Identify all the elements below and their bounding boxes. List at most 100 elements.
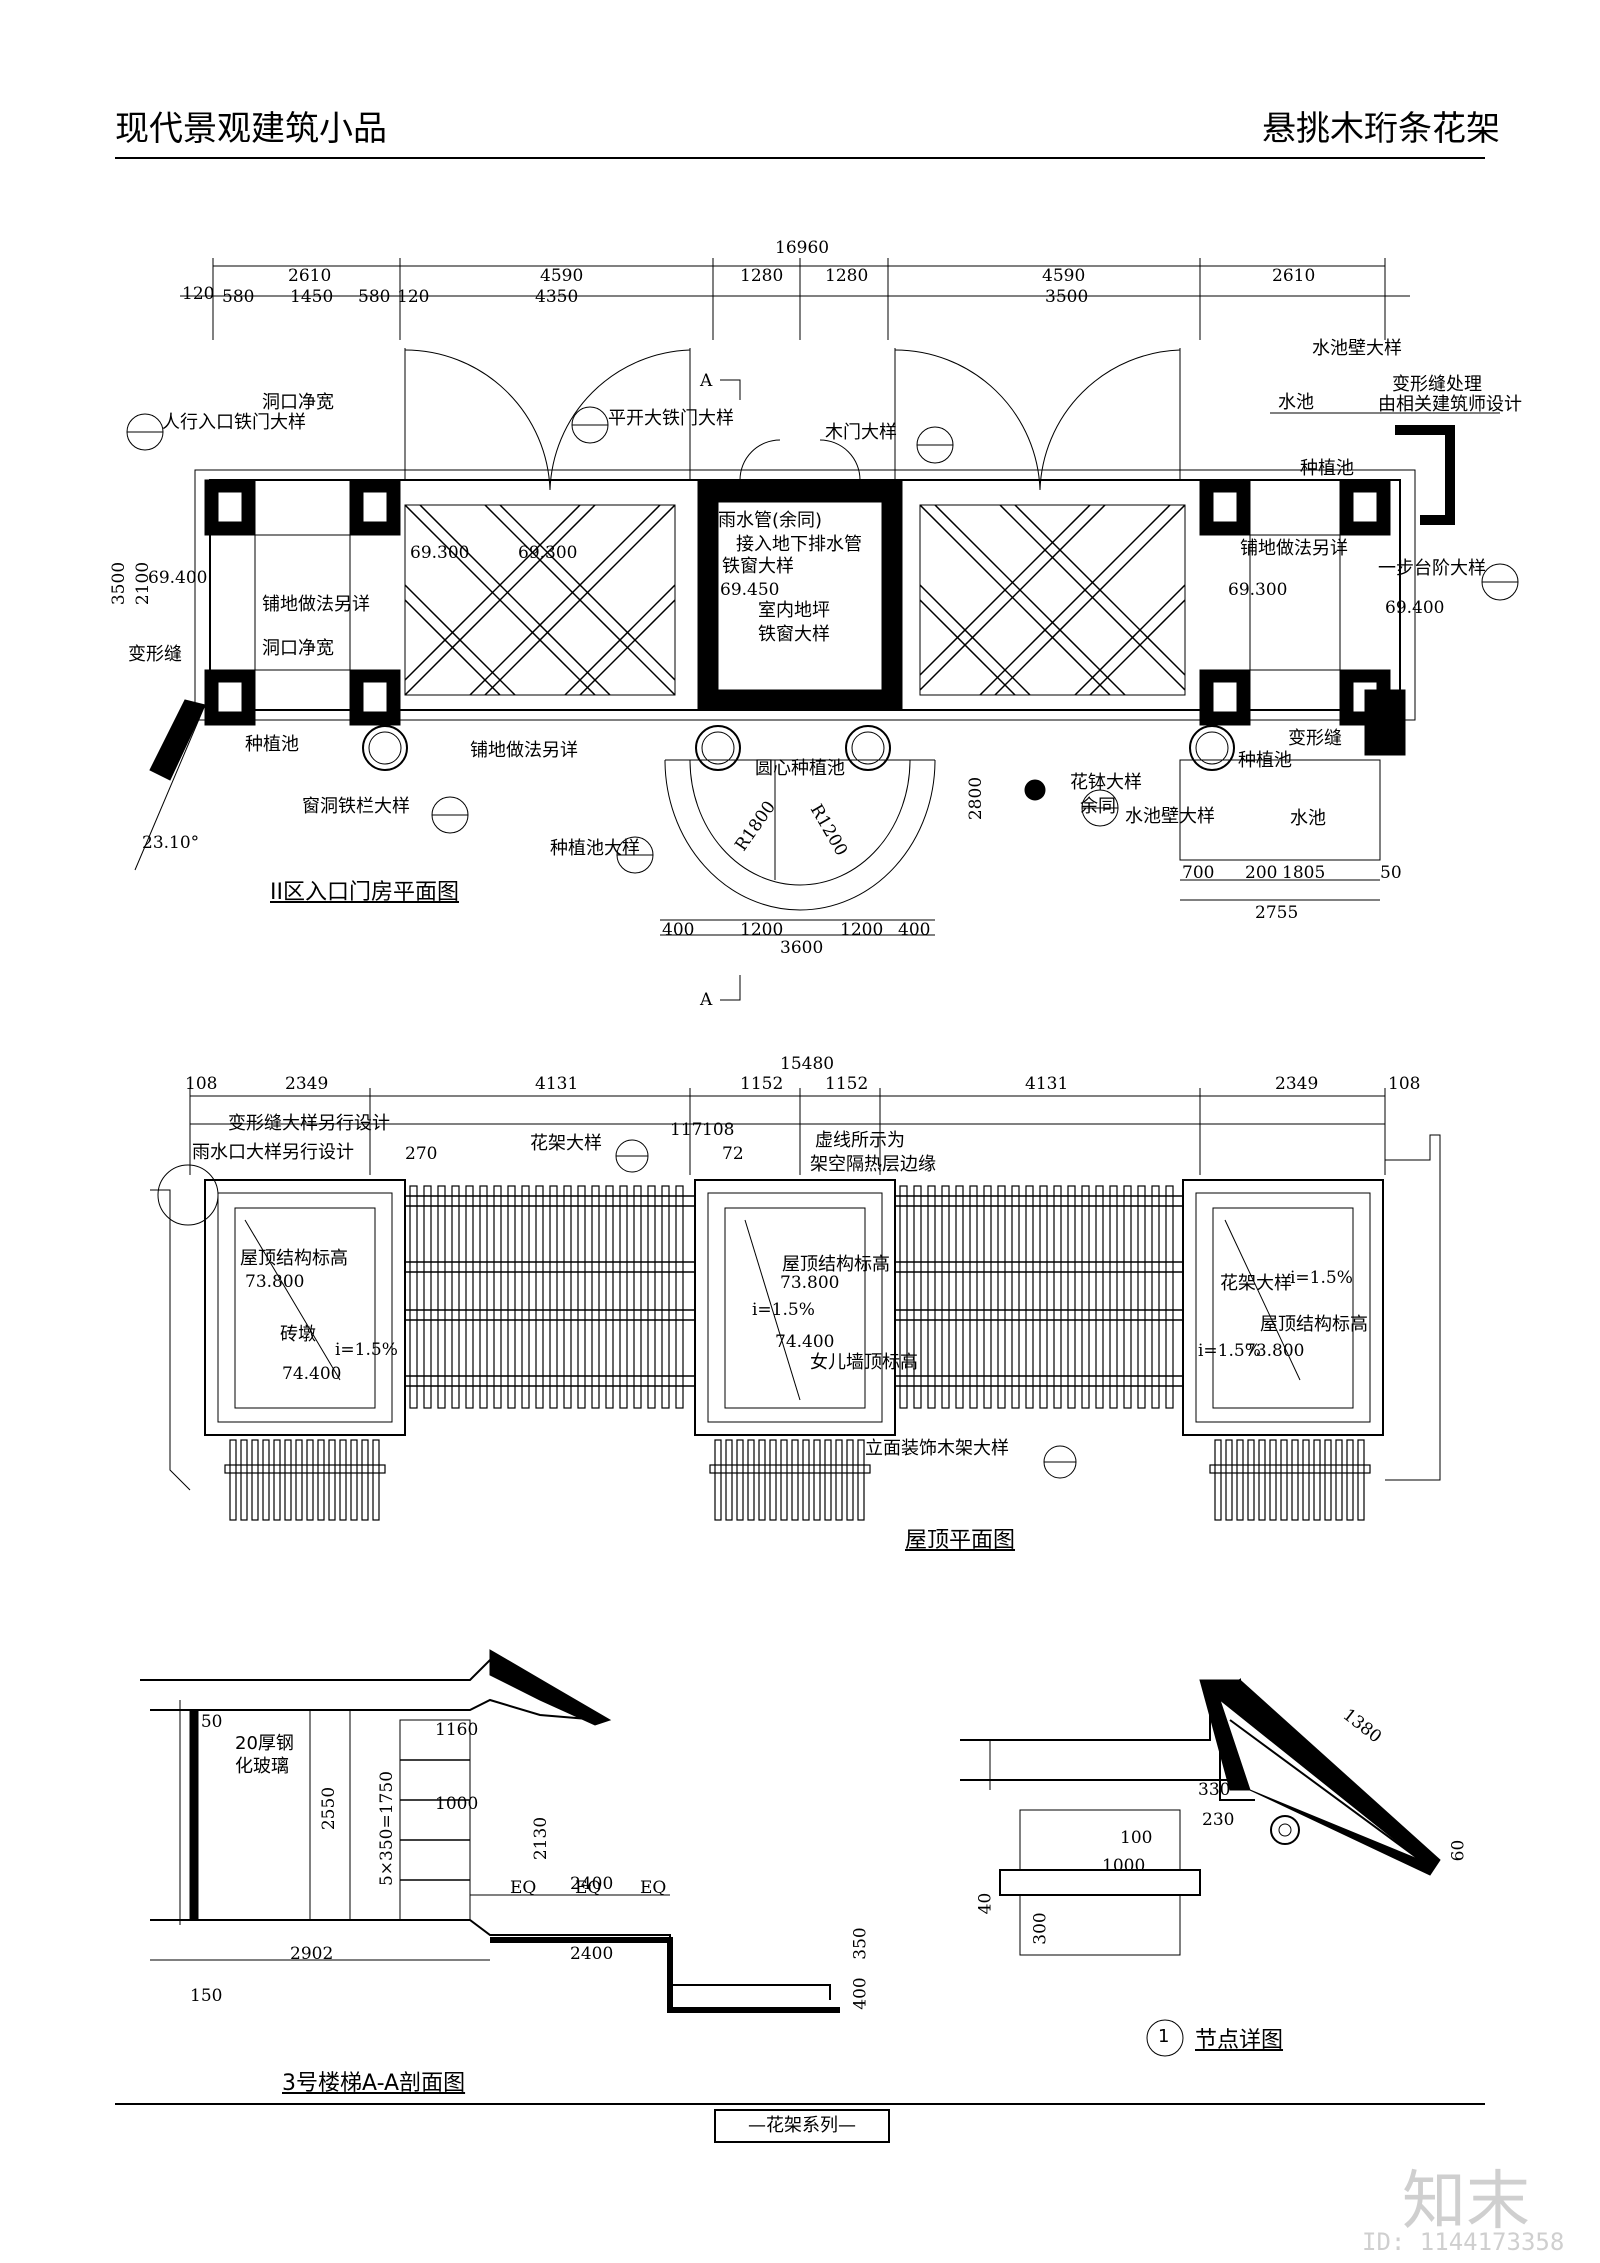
section-dim-350: 350 <box>850 1927 871 1960</box>
plan-elev-6: 69.400 <box>1385 598 1445 618</box>
section-dim-150-bottom: 150 <box>190 1986 223 2006</box>
header-left-title: 现代景观建筑小品 <box>115 109 387 149</box>
roof-label-drain: 雨水口大样另行设计 <box>192 1142 354 1163</box>
roof-label-trellis-2: 花架大样 <box>1220 1273 1292 1294</box>
section-dim-stairs: 5×350=1750 <box>377 1770 398 1887</box>
plan-total-dim: 16960 <box>775 238 830 258</box>
plan-label-gate: 人行入口铁门大样 <box>162 412 306 433</box>
plan-label-pool2: 水池 <box>1290 808 1326 829</box>
plan-label-drain: 接入地下排水管 <box>736 534 862 555</box>
plan-dim-3: 1280 <box>740 266 784 286</box>
plan-right-dim-3: 1805 <box>1282 863 1326 883</box>
roof-dim-1: 108 <box>185 1074 218 1094</box>
plan-label-floor: 室内地坪 <box>758 600 830 621</box>
plan-label-step: 一步台阶大样 <box>1378 558 1486 579</box>
plan-dim-r2-2: 580 <box>222 287 255 307</box>
plan-right-dim-2: 200 <box>1245 863 1278 883</box>
plan-dim-r2-1: 120 <box>182 284 215 304</box>
roof-slope-2: i=1.5% <box>335 1340 398 1360</box>
plan-label-paving2: 铺地做法另详 <box>470 740 578 761</box>
section-drawing <box>140 1649 840 2013</box>
section-label-glass-1: 20厚钢 <box>235 1733 294 1754</box>
plan-bottom-dim-5: 400 <box>898 920 931 940</box>
plan-elev-1: 69.400 <box>148 568 208 588</box>
roof-dim-3: 4131 <box>535 1074 579 1094</box>
roof-slope-4: i=1.5% <box>1198 1341 1261 1361</box>
plan-section-mark-top: A <box>700 371 713 391</box>
roof-drawing <box>150 1088 1441 1521</box>
section-dim-2400-bottom: 2400 <box>570 1944 614 1964</box>
detail-dim-60: 60 <box>1448 1839 1469 1862</box>
detail-drawing <box>960 1678 1441 2057</box>
roof-small-dim-117: 117 <box>670 1120 703 1140</box>
plan-label-joint-left: 变形缝 <box>128 644 182 665</box>
plan-right-dim-5: 2755 <box>1255 903 1299 923</box>
section-dim-150-top: 150 <box>190 1712 223 1732</box>
plan-label-planter-top: 种植池 <box>1300 458 1354 479</box>
plan-label-planter-detail: 种植池大样 <box>550 838 640 859</box>
detail-dim-230: 230 <box>1202 1810 1235 1830</box>
roof-dim-2: 2349 <box>285 1074 329 1094</box>
section-title: 3号楼梯A-A剖面图 <box>282 2071 466 2096</box>
roof-elev-4: 74.400 <box>775 1332 835 1352</box>
plan-height-dim: 2800 <box>966 776 987 821</box>
detail-number: 1 <box>1158 2026 1170 2047</box>
plan-right-dim-4: 50 <box>1380 863 1402 883</box>
roof-dim-7: 2349 <box>1275 1074 1319 1094</box>
plan-label-paving1: 铺地做法另详 <box>262 594 370 615</box>
roof-label-parapet: 女儿墙顶标高 <box>810 1352 918 1373</box>
section-dim-400: 400 <box>850 1977 871 2010</box>
detail-dim-330: 330 <box>1198 1780 1231 1800</box>
plan-elev-5: 69.300 <box>1228 580 1288 600</box>
plan-dim-r2-6: 4350 <box>535 287 579 307</box>
section-dim-2400-top: 2400 <box>570 1874 614 1894</box>
section-dim-2550: 2550 <box>319 1786 340 1831</box>
plan-elev-2: 69.300 <box>410 543 470 563</box>
plan-bottom-dim-3: 3600 <box>780 938 824 958</box>
section-eq-3: EQ <box>640 1878 667 1898</box>
section-dim-2130: 2130 <box>531 1816 552 1861</box>
plan-label-round-planter: 圆心种植池 <box>755 758 845 779</box>
plan-dim-2: 4590 <box>540 266 584 286</box>
plan-dim-r2-4: 580 <box>358 287 391 307</box>
detail-dim-300: 300 <box>1030 1912 1051 1945</box>
plan-label-pot: 花钵大样 <box>1070 772 1142 793</box>
plan-label-same: 余同 <box>1080 796 1116 817</box>
watermark-brand: 知末 <box>1402 2165 1530 2239</box>
plan-label-designer: 由相关建筑师设计 <box>1378 394 1522 415</box>
plan-dim-r2-13: 3500 <box>1045 287 1089 307</box>
plan-label-opening: 洞口净宽 <box>262 392 334 413</box>
roof-slope-1: i=1.5% <box>752 1300 815 1320</box>
roof-label-struct-3: 屋顶结构标高 <box>1260 1314 1368 1335</box>
plan-bottom-dim-2: 1200 <box>740 920 784 940</box>
plan-dim-6: 2610 <box>1272 266 1316 286</box>
section-dim-1160: 1160 <box>435 1720 479 1740</box>
plan-label-big-door: 平开大铁门大样 <box>608 408 734 429</box>
plan-right-dim-1: 700 <box>1182 863 1215 883</box>
plan-label-window-rail: 窗洞铁栏大样 <box>302 796 410 817</box>
plan-label-wood-door: 木门大样 <box>825 422 897 443</box>
plan-dim-r2-5: 120 <box>397 287 430 307</box>
roof-title: 屋顶平面图 <box>905 1528 1016 1553</box>
roof-label-facade: 立面装饰木架大样 <box>865 1438 1009 1459</box>
roof-elev-3: 73.800 <box>780 1273 840 1293</box>
roof-dim-4: 1152 <box>740 1074 784 1094</box>
roof-label-joint: 变形缝大样另行设计 <box>228 1113 390 1134</box>
plan-label-joint-right: 变形缝 <box>1288 728 1342 749</box>
roof-total-dim: 15480 <box>780 1054 835 1074</box>
plan-label-downpipe: 雨水管(余同) <box>718 510 823 531</box>
detail-dim-40: 40 <box>975 1892 996 1915</box>
roof-label-dashed: 虚线所示为 <box>815 1130 905 1151</box>
roof-dim-6: 4131 <box>1025 1074 1069 1094</box>
plan-dim-r2-3: 1450 <box>290 287 334 307</box>
roof-dim-8: 108 <box>1388 1074 1421 1094</box>
plan-bottom-dim-4: 1200 <box>840 920 884 940</box>
roof-label-edge: 架空隔热层边缘 <box>810 1154 936 1175</box>
section-dim-1000: 1000 <box>435 1794 479 1814</box>
roof-elev-1: 73.800 <box>245 1272 305 1292</box>
plan-title: II区入口门房平面图 <box>270 880 459 905</box>
plan-label-paving3: 铺地做法另详 <box>1240 538 1348 559</box>
plan-label-joint: 变形缝处理 <box>1392 374 1482 395</box>
header-right-title: 悬挑木珩条花架 <box>1262 109 1500 149</box>
